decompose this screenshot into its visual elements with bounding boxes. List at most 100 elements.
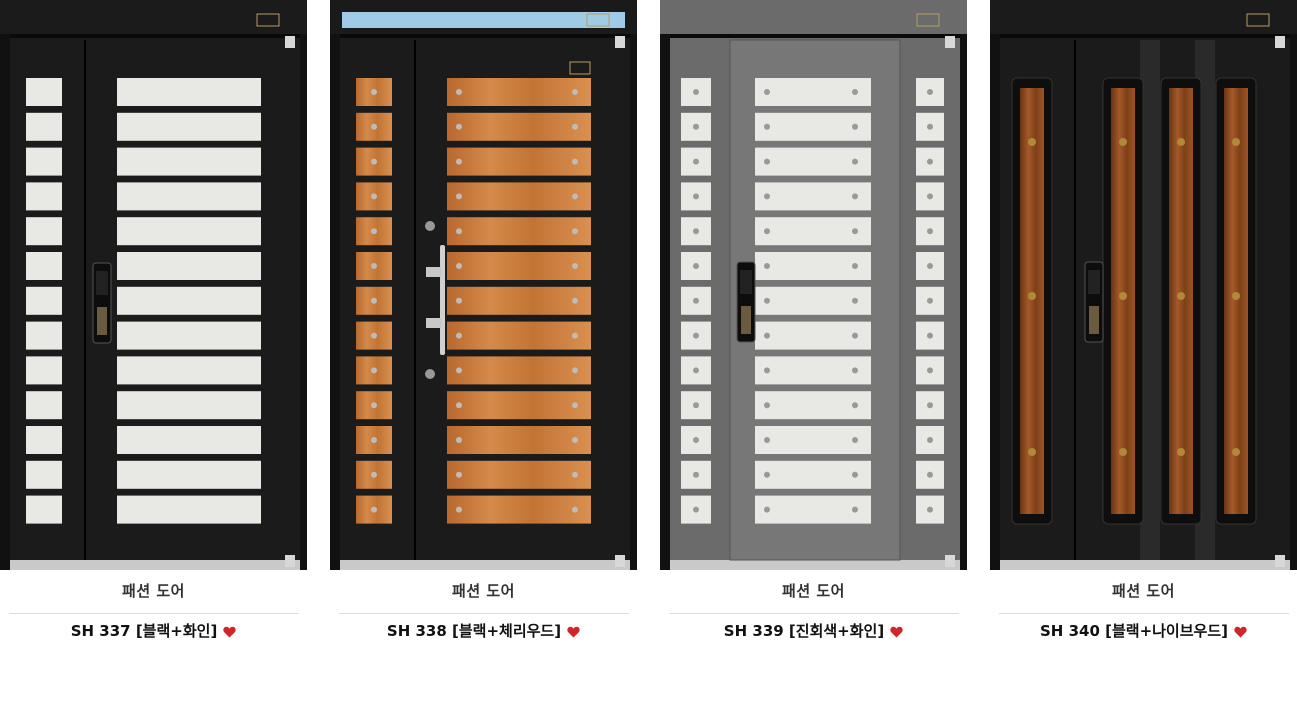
product-category: 패션 도어: [1112, 582, 1175, 600]
panel-stud: [1232, 448, 1240, 456]
product-title[interactable]: SH 337 [블랙+화인]: [70, 622, 218, 640]
lock-handle: [1089, 306, 1099, 334]
product-title-row[interactable]: SH 340 [블랙+나이브우드]: [990, 620, 1297, 642]
panel-rivet: [764, 506, 770, 513]
door-viewer: [425, 221, 435, 231]
hinge-top: [615, 36, 625, 48]
wood-panel: [1020, 88, 1044, 514]
panel-rivet: [572, 123, 578, 130]
brand-logo: [586, 13, 610, 27]
hinge-top: [285, 36, 295, 48]
door-illustration: [330, 0, 637, 570]
panel-rivet: [693, 471, 699, 478]
door-panel: [117, 286, 261, 315]
door-panel: [447, 391, 591, 420]
door-panel: [117, 78, 261, 106]
panel-rivet: [693, 123, 699, 130]
door-panel: [447, 426, 591, 454]
door-panel: [447, 182, 591, 211]
panel-rivet: [371, 193, 377, 200]
door-image[interactable]: [330, 0, 637, 570]
product-category: 패션 도어: [782, 582, 845, 600]
door-panel: [117, 356, 261, 385]
door-image[interactable]: [990, 0, 1297, 570]
panel-stud: [1028, 292, 1036, 300]
divider-bar: [1140, 40, 1160, 560]
lock-handle: [741, 306, 751, 334]
product-title-row[interactable]: SH 337 [블랙+화인]: [0, 620, 307, 642]
panel-rivet: [852, 297, 858, 304]
door-sill: [10, 560, 300, 570]
panel-rivet: [456, 193, 462, 200]
panel-rivet: [927, 89, 933, 95]
pull-handle: [440, 245, 445, 355]
heart-icon[interactable]: [890, 624, 903, 642]
panel-rivet: [852, 471, 858, 478]
hinge-bottom: [1275, 555, 1285, 567]
panel-rivet: [371, 123, 377, 130]
heart-icon[interactable]: [567, 624, 580, 642]
door-panel: [755, 112, 871, 141]
hinge-top: [1275, 36, 1285, 48]
heart-icon[interactable]: [1234, 624, 1247, 642]
keyhole: [425, 369, 435, 379]
panel-rivet: [371, 332, 377, 339]
door-image[interactable]: [660, 0, 967, 570]
panel-stud: [1177, 292, 1185, 300]
panel-rivet: [572, 332, 578, 339]
door-panel: [117, 112, 261, 141]
door-panel: [26, 321, 62, 350]
panel-rivet: [927, 297, 933, 304]
panel-rivet: [456, 506, 462, 513]
card-divider: [669, 613, 959, 614]
panel-stud: [1028, 448, 1036, 456]
door-panel: [755, 252, 871, 280]
panel-rivet: [764, 297, 770, 304]
panel-rivet: [371, 402, 377, 409]
brand-logo: [1246, 13, 1270, 27]
transom-glass: [342, 12, 625, 28]
product-title[interactable]: SH 340 [블랙+나이브우드]: [1040, 622, 1228, 640]
door-panel: [755, 147, 871, 176]
panel-rivet: [572, 89, 578, 95]
panel-rivet: [693, 193, 699, 200]
door-panel: [117, 391, 261, 420]
door-header-line: [1000, 34, 1290, 38]
door-transom: [660, 0, 967, 34]
wood-panel: [1224, 88, 1248, 514]
card-divider: [9, 613, 299, 614]
door-panel: [117, 217, 261, 246]
product-title[interactable]: SH 338 [블랙+체리우드]: [386, 622, 562, 640]
product-card[interactable]: 패션 도어 SH 339 [진회색+화인]: [660, 0, 967, 650]
door-sill: [670, 560, 960, 570]
door-panel: [755, 426, 871, 454]
panel-rivet: [852, 193, 858, 200]
panel-rivet: [693, 437, 699, 443]
door-panel: [26, 286, 62, 315]
panel-stud: [1119, 448, 1127, 456]
panel-rivet: [764, 123, 770, 130]
heart-icon[interactable]: [223, 624, 236, 642]
panel-rivet: [764, 471, 770, 478]
panel-stud: [1177, 138, 1185, 146]
product-title[interactable]: SH 339 [진회색+화인]: [723, 622, 885, 640]
panel-rivet: [456, 367, 462, 374]
product-card[interactable]: 패션 도어 SH 337 [블랙+화인]: [0, 0, 307, 650]
product-card[interactable]: 패션 도어 SH 338 [블랙+체리우드]: [330, 0, 637, 650]
door-panel: [117, 460, 261, 489]
product-title-row[interactable]: SH 339 [진회색+화인]: [660, 620, 967, 642]
product-title-row[interactable]: SH 338 [블랙+체리우드]: [330, 620, 637, 642]
door-panel: [447, 286, 591, 315]
panel-rivet: [371, 367, 377, 374]
panel-rivet: [371, 158, 377, 165]
lock-handle: [97, 307, 107, 335]
hinge-bottom: [615, 555, 625, 567]
door-panel: [447, 147, 591, 176]
panel-rivet: [764, 367, 770, 374]
product-card[interactable]: 패션 도어 SH 340 [블랙+나이브우드]: [990, 0, 1297, 650]
panel-rivet: [693, 158, 699, 165]
door-panel: [755, 182, 871, 211]
panel-rivet: [371, 506, 377, 513]
door-panel: [447, 460, 591, 489]
door-image[interactable]: [0, 0, 307, 570]
